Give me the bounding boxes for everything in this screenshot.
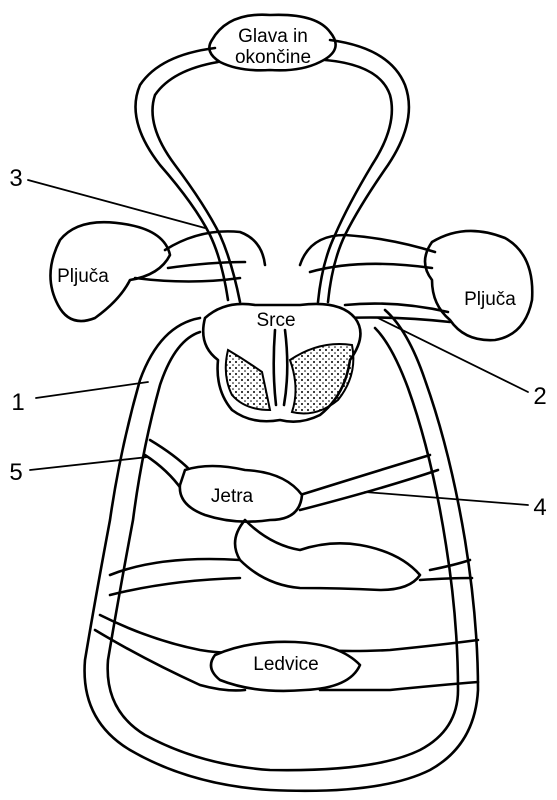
callout-5: 5 (9, 459, 22, 486)
heart-ventricle-right (290, 344, 353, 414)
lung-right-organ (425, 231, 532, 340)
callout-1: 1 (11, 389, 24, 416)
callout-2: 2 (533, 383, 546, 410)
liver-lower-bed (235, 520, 420, 590)
pulmonary-vessel-right-a (300, 235, 435, 265)
leader-line-4 (365, 492, 528, 505)
leader-line-5 (30, 457, 148, 470)
pulmonary-vessel-right-c (345, 304, 448, 312)
pulmonary-vessel-right-b (310, 264, 432, 272)
leader-line-1 (36, 382, 148, 398)
liver-lower-vessel-a (110, 559, 470, 575)
label-lung-right: Pljuča (464, 289, 516, 310)
label-lung-left: Pljuča (57, 266, 109, 287)
head-vessel-inner (153, 62, 241, 302)
label-liver: Jetra (211, 486, 254, 507)
label-head-limbs-2: okončine (235, 47, 311, 68)
pulmonary-vessel-right-d (345, 318, 450, 323)
label-heart: Srce (256, 310, 295, 331)
callout-3: 3 (9, 165, 22, 192)
label-head-limbs-1: Glava in (238, 26, 308, 47)
callout-4: 4 (533, 494, 546, 521)
label-kidneys: Ledvice (253, 654, 319, 675)
pulmonary-vessel-left-b (168, 262, 245, 268)
